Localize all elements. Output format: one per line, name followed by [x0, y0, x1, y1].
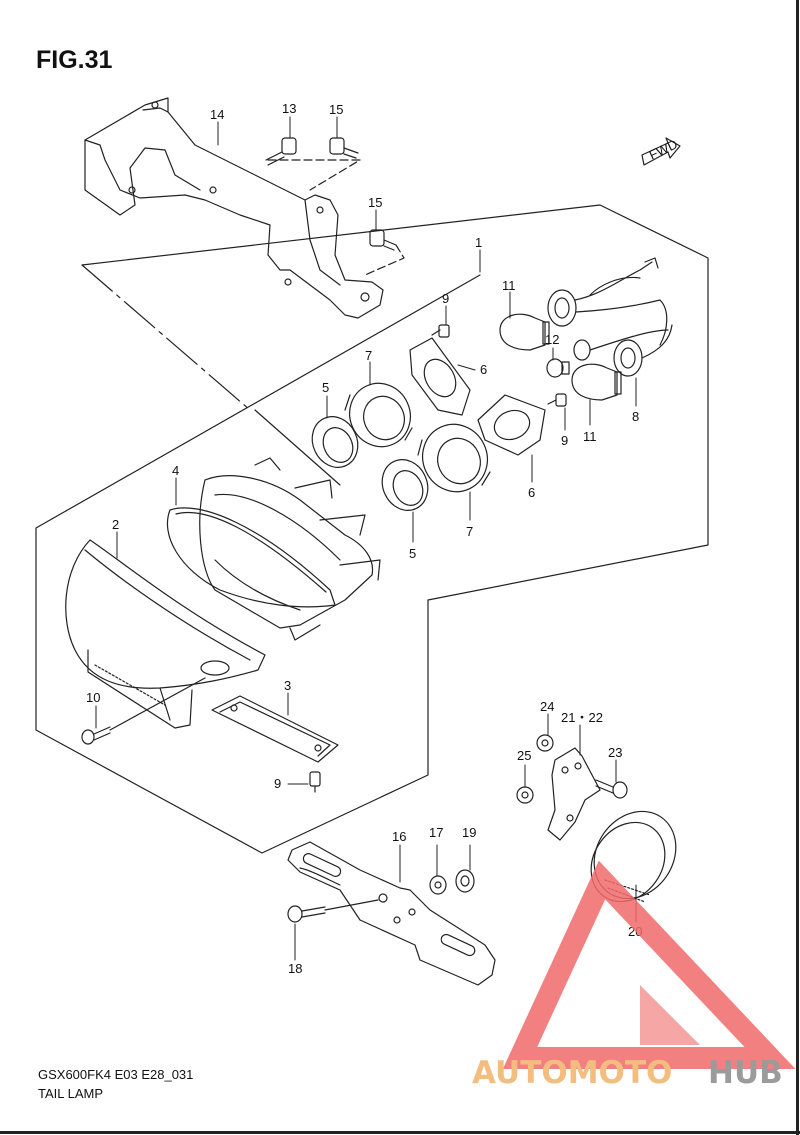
- model-code: GSX600FK4 E03 E28_031: [38, 1067, 194, 1082]
- figure-title: FIG.31: [36, 46, 113, 74]
- callout-18: 18: [288, 961, 302, 976]
- reflector-bracket: [547, 747, 601, 841]
- bulb-12: [546, 358, 570, 378]
- tail-lamp-lens: [65, 539, 266, 729]
- gasket-inner: [175, 511, 327, 593]
- callout-13: 13: [282, 101, 296, 116]
- callout-7-lower: 7: [466, 524, 473, 539]
- callout-21-22: 21・22: [561, 710, 603, 725]
- callout-14: 14: [210, 107, 224, 122]
- callout-5-upper: 5: [322, 380, 329, 395]
- reflector-plate: [211, 695, 339, 763]
- watermark-text-secondary: HUB: [708, 1055, 783, 1091]
- bulb-11-lower: [571, 363, 622, 401]
- screw-10: [81, 726, 111, 745]
- callout-12: 12: [545, 332, 559, 347]
- assembly-frame-outline: [35, 204, 709, 854]
- callout-6-lower: 6: [528, 485, 535, 500]
- lock-ring-7-upper: [344, 382, 413, 448]
- bolt-15-upper: [329, 137, 359, 159]
- bulb-socket-5-lower: [381, 459, 429, 511]
- callout-9-top: 9: [442, 291, 449, 306]
- callout-1: 1: [475, 235, 482, 250]
- callout-9-right: 9: [561, 433, 568, 448]
- socket-wiring-harness: [547, 257, 673, 377]
- socket-gasket-6-lower: [477, 394, 546, 456]
- callout-2: 2: [112, 517, 119, 532]
- callout-4: 4: [172, 463, 179, 478]
- screw-9-right: [547, 393, 567, 407]
- washer-17: [429, 875, 447, 895]
- screw-23: [595, 779, 628, 799]
- callout-25: 25: [517, 748, 531, 763]
- callout-10: 10: [86, 690, 100, 705]
- page-border-right: [796, 0, 799, 1135]
- callout-23: 23: [608, 745, 622, 760]
- watermark-text-primary: AUTOMOTO: [472, 1055, 672, 1091]
- callout-19: 19: [462, 825, 476, 840]
- callout-16: 16: [392, 829, 406, 844]
- frame-leader-line: [81, 264, 251, 411]
- license-plate-bracket: [287, 841, 496, 986]
- callout-8: 8: [632, 409, 639, 424]
- bolt-leader: [267, 159, 361, 191]
- rear-bracket: [84, 97, 384, 319]
- socket-gasket-6-upper: [409, 337, 471, 416]
- fwd-label: FWD: [647, 136, 680, 162]
- screw-9-bottom: [309, 771, 321, 793]
- bolt-15-lower: [369, 229, 397, 251]
- screw-18: [287, 905, 326, 923]
- screw-9-top: [431, 324, 450, 338]
- callout-15-lower: 15: [368, 195, 382, 210]
- callout-17: 17: [429, 825, 443, 840]
- page-border-bottom: [0, 1131, 800, 1134]
- frame-leader-line-2: [254, 409, 341, 486]
- screw-10-leader: [109, 677, 206, 731]
- lock-ring-7-lower: [417, 423, 491, 493]
- nut-19: [455, 869, 475, 893]
- callout-6-upper: 6: [480, 362, 487, 377]
- nut-25: [516, 786, 534, 804]
- lens-gasket: [166, 507, 336, 608]
- callout-24: 24: [540, 699, 554, 714]
- callout-5-lower: 5: [409, 546, 416, 561]
- forward-direction-arrow: [641, 137, 681, 166]
- bulb-socket-5-upper: [311, 416, 359, 468]
- bulb-11-upper: [499, 313, 550, 351]
- automotohub-watermark-logo: AUTOMOTO HUB: [472, 860, 796, 1091]
- screw-18-leader: [324, 899, 379, 911]
- callout-7-upper: 7: [365, 348, 372, 363]
- callout-leaders: [95, 116, 637, 961]
- callout-15-upper: 15: [329, 102, 343, 117]
- callout-11-upper: 11: [502, 278, 516, 293]
- callout-9-bottom: 9: [274, 776, 281, 791]
- nut-24: [536, 734, 554, 752]
- lamp-housing: [199, 457, 381, 641]
- bolt-13: [265, 137, 297, 166]
- callout-11-lower: 11: [583, 429, 597, 444]
- bolt-leader-2: [364, 244, 405, 276]
- callout-3: 3: [284, 678, 291, 693]
- figure-caption: TAIL LAMP: [38, 1086, 104, 1101]
